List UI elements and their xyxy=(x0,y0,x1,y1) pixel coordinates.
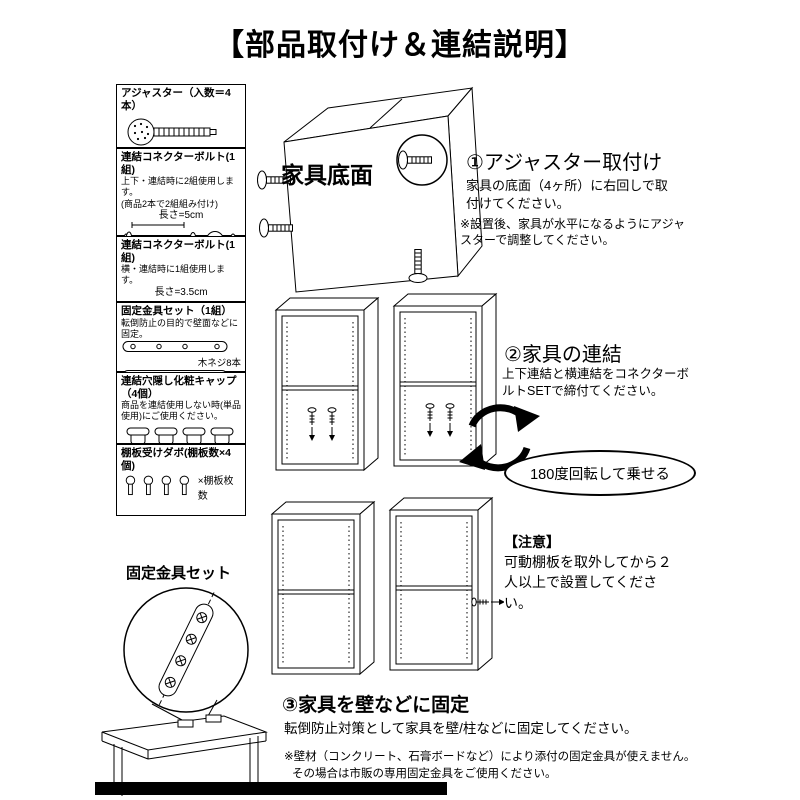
caution-title: 【注意】 xyxy=(504,534,560,550)
part-title: 連結コネクターボルト(1組) xyxy=(121,151,235,176)
step1-note: ※設置後、家具が水平になるようにアジャスターで調整してください。 xyxy=(460,217,685,248)
part-desc-sub: (商品2本で2組組み付け) xyxy=(121,198,219,209)
step3-body: 転倒防止対策として家具を壁/柱などに固定してください。 xyxy=(284,721,638,736)
step1-body: 家具の底面（4ヶ所）に右回しで取付けてください。 xyxy=(466,178,668,211)
bracket-set-label: 固定金具セット xyxy=(126,565,232,582)
caps-icon xyxy=(126,427,234,446)
dowel-count-note: ×棚板枚数 xyxy=(197,476,234,503)
bracket-detail-illustration xyxy=(101,587,268,796)
parts-box-connector-bolt-vertical: 連結コネクターボルト(1組) 上下・連結時に2組使用します。 (商品2本で2組組… xyxy=(116,148,246,249)
step3-note1: ※壁材（コンクリート、石膏ボードなど）により添付の固定金具が使えません。 xyxy=(284,751,696,763)
adjuster-screw xyxy=(259,218,293,238)
rotate-label-oval: 180度回転して乗せる xyxy=(504,450,696,496)
part-title: アジャスター（入数＝4本） xyxy=(121,87,231,112)
caution-body: 可動棚板を取外してから２人以上で設置してください。 xyxy=(504,554,672,611)
cabinet-connection-illustration xyxy=(271,293,504,675)
parts-box-connector-bolt-horizontal: 連結コネクターボルト(1組) 横・連結時に1組使用します。 長さ=3.5cm xyxy=(116,236,246,321)
page-title: 【部品取付け＆連結説明】 xyxy=(214,29,586,62)
part-title: 棚板受けダボ(棚板数×4個) xyxy=(121,447,231,472)
cabinet-top-left xyxy=(275,297,379,471)
part-desc: 商品を連結使用しない時(単品使用)にご使用ください。 xyxy=(121,400,241,422)
step2-body: 上下連結と横連結をコネクターボルトSETで締付てください。 xyxy=(502,367,690,398)
wood-screws-label: 木ネジ8本 xyxy=(197,358,241,370)
part-desc: 横・連結時に1組使用します。 xyxy=(121,264,226,286)
rotate-label: 180度回転して乗せる xyxy=(530,466,670,483)
parts-box-adjuster: アジャスター（入数＝4本） xyxy=(116,84,246,148)
part-title: 連結穴隠し化粧キャップ（4個） xyxy=(121,375,237,400)
parts-box-dowels: 棚板受けダボ(棚板数×4個) ×棚板枚数 xyxy=(116,444,246,516)
part-desc: 転倒防止の目的で壁面などに固定。 xyxy=(121,317,239,339)
bracket-plate xyxy=(157,592,215,708)
part-title: 連結コネクターボルト(1組) xyxy=(121,239,235,264)
step2-title: ②家具の連結 xyxy=(504,344,622,366)
part-desc: 上下・連結時に2組使用します。 xyxy=(121,176,235,198)
furniture-bottom-label: 家具底面 xyxy=(281,162,373,188)
cabinet-bottom-right xyxy=(389,497,493,671)
adjuster-highlight-circle xyxy=(396,134,448,186)
bracket-plate-icon xyxy=(122,341,228,353)
part-length: 長さ=5cm xyxy=(158,209,204,221)
step3-title: ③家具を壁などに固定 xyxy=(282,695,470,716)
shelf-dowels-icon xyxy=(125,475,190,496)
cabinet-bottom-left xyxy=(271,501,375,675)
caution-block: 【注意】 可動棚板を取外してから２人以上で設置してください。 xyxy=(504,532,679,613)
parts-box-bracket-set: 固定金具セット（1組） 転倒防止の目的で壁面などに固定。 木ネジ8本 xyxy=(116,302,246,382)
furniture-bottom-illustration xyxy=(257,86,483,293)
step1-title: ①アジャスター取付け xyxy=(466,152,663,174)
adjuster-icon xyxy=(127,118,217,146)
part-length: 長さ=3.5cm xyxy=(154,286,208,298)
parts-box-caps: 連結穴隠し化粧キャップ（4個） 商品を連結使用しない時(単品使用)にご使用くださ… xyxy=(116,372,246,446)
floor-line xyxy=(95,782,447,795)
part-title: 固定金具セット（1組） xyxy=(121,305,232,317)
step3-note2: その場合は市販の専用固定金具をご使用ください。 xyxy=(292,768,557,780)
